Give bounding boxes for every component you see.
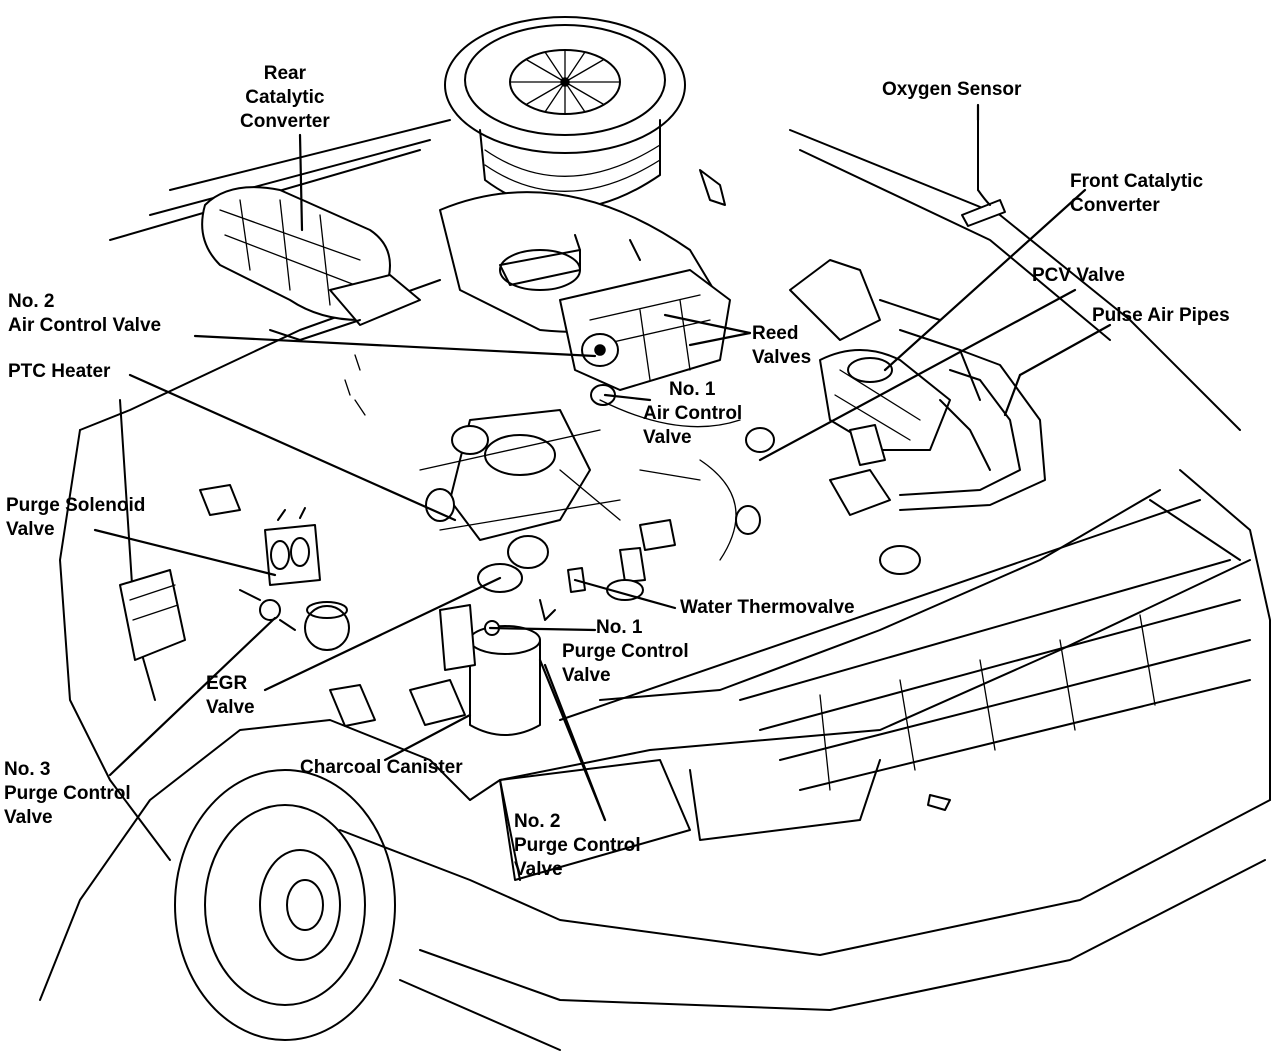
- carburetor-assembly: [419, 269, 731, 621]
- label-egr-valve: EGR Valve: [206, 673, 255, 718]
- leader-egr: [263, 576, 502, 692]
- label-no2-purge-control-valve: No. 2 Purge Control Valve: [514, 811, 641, 880]
- label-no1-air-control-valve: No. 1 Air Control Valve: [643, 379, 743, 448]
- label-ptc-heater: PTC Heater: [8, 361, 111, 382]
- leader-front-catalytic: [883, 188, 1087, 372]
- label-no2-air-control-valve: No. 2 Air Control Valve: [8, 291, 162, 336]
- leader-charcoal: [383, 713, 472, 762]
- leader-reed-2: [688, 331, 752, 347]
- leader-rear-catalytic: [298, 133, 304, 232]
- leader-pcv-valve: [758, 288, 1077, 462]
- purge-solenoid-valve-art: [264, 507, 321, 586]
- rear-catalytic-converter-art: [201, 186, 421, 341]
- ecu-box: [119, 569, 186, 661]
- label-no1-purge-control-valve: No. 1 Purge Control Valve: [562, 617, 689, 686]
- front-catalytic-converter-art: [789, 259, 981, 516]
- label-pulse-air-pipes: Pulse Air Pipes: [1092, 305, 1230, 326]
- water-thermovalve-art: [567, 547, 646, 601]
- label-pcv-valve: PCV Valve: [1032, 265, 1125, 286]
- leader-pulse-air-1: [1018, 323, 1112, 377]
- leader-no2-air-control: [193, 334, 597, 358]
- pulse-air-pipes-art: [899, 349, 1046, 511]
- leader-no2-purge-2: [543, 663, 607, 822]
- label-no3-purge-control-valve: No. 3 Purge Control Valve: [4, 759, 131, 828]
- label-rear-catalytic-converter: Rear Catalytic Converter: [240, 63, 330, 132]
- misc-engine-details: [344, 169, 951, 811]
- leader-no3-purge: [108, 616, 277, 777]
- leader-ptc-heater: [128, 373, 457, 522]
- leader-purge-solenoid: [93, 528, 277, 577]
- charcoal-canister-art: [409, 604, 541, 736]
- label-reed-valves: Reed Valves: [752, 323, 812, 368]
- leader-no1-purge: [488, 626, 597, 632]
- label-front-catalytic-converter: Front Catalytic Converter: [1070, 171, 1204, 216]
- oxygen-sensor-art: [961, 114, 1006, 227]
- leader-lines: [93, 103, 1112, 822]
- label-charcoal-canister: Charcoal Canister: [300, 757, 463, 778]
- leader-no1-air-control: [603, 393, 652, 402]
- leader-pulse-air-2: [1003, 373, 1022, 417]
- car-body-outline: [39, 119, 1271, 1051]
- connectors-left: [199, 484, 376, 727]
- label-water-thermovalve: Water Thermovalve: [680, 597, 855, 618]
- leader-water-thermovalve: [573, 578, 677, 610]
- leader-reed-1: [663, 313, 752, 335]
- egr-valve-art: [304, 601, 350, 651]
- label-purge-solenoid-valve: Purge Solenoid Valve: [6, 495, 146, 540]
- no3-purge-control-valve-art: [239, 589, 296, 631]
- label-oxygen-sensor: Oxygen Sensor: [882, 79, 1022, 100]
